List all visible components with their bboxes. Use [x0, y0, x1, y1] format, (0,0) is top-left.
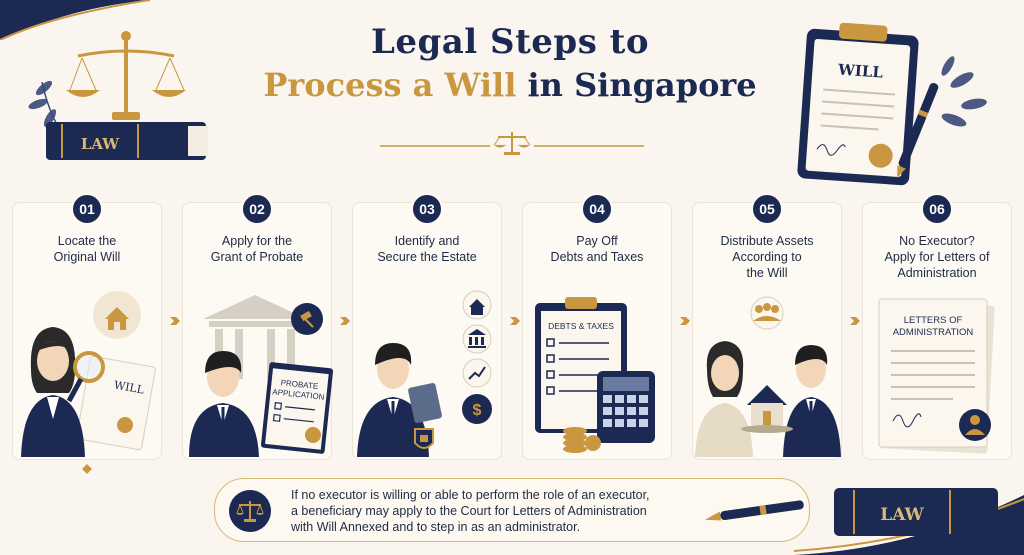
step-title-line: Administration: [897, 266, 977, 280]
step-number: 06: [921, 193, 953, 225]
law-book-label: LAW: [81, 135, 120, 153]
step-number: 05: [751, 193, 783, 225]
will-label: WILL: [113, 378, 146, 396]
step-number: 02: [241, 193, 273, 225]
law-book-label: LAW: [880, 505, 924, 525]
step-title: Apply for the Grant of Probate: [187, 233, 327, 265]
executor-note-text: If no executor is willing or able to per…: [291, 487, 791, 535]
will-document-illustration: WILL: [797, 22, 987, 186]
step-title-line: Original Will: [53, 250, 121, 264]
step-card-1: 01 Locate the Original Will WILL: [12, 193, 162, 460]
letters-label-line: ADMINISTRATION: [893, 327, 974, 338]
corner-swoosh-top-left: [0, 0, 150, 40]
probate-label-line: PROBATE: [280, 378, 318, 391]
step-title: Distribute Assets According to the Will: [697, 233, 837, 281]
note-line: If no executor is willing or able to per…: [291, 488, 650, 502]
step-title: Pay Off Debts and Taxes: [527, 233, 667, 265]
note-line: a beneficiary may apply to the Court for…: [291, 504, 647, 518]
scales-and-law-book-illustration: LAW: [28, 31, 208, 160]
arrow-right-icon: [340, 317, 350, 325]
chart-icon: [468, 366, 486, 380]
debts-taxes-clipboard-illustration: DEBTS & TAXES: [535, 297, 655, 453]
steps-row: 01 Locate the Original Will WILL: [12, 193, 1012, 466]
arrow-right-icon: [510, 317, 520, 325]
step-title-line: Apply for Letters of: [884, 250, 990, 264]
step-title-line: Grant of Probate: [210, 250, 304, 264]
step-card-2: 02 Apply for the Grant of Probate PROBAT…: [182, 193, 333, 460]
step-card-6: 06 No Executor? Apply for Letters of Adm…: [862, 193, 1012, 460]
step-number: 03: [411, 193, 443, 225]
step-title-line: the Will: [746, 266, 788, 280]
fountain-pen-illustration: [704, 500, 804, 521]
page-title: Legal Steps to Process a Will in Singapo…: [260, 22, 760, 104]
will-doc-label: WILL: [836, 60, 884, 81]
step-title-line: Apply for the: [221, 234, 293, 248]
man-with-probate-application-illustration: PROBATE APPLICATION: [189, 295, 333, 457]
note-line: with Will Annexed and to step in as an a…: [291, 520, 581, 534]
house-icon: [105, 307, 129, 330]
step-title-line: Locate the: [57, 234, 117, 248]
scales-icon: [229, 490, 271, 532]
diamond-ornament: [82, 464, 92, 474]
arrow-right-icon: [680, 317, 690, 325]
house-icon: [469, 299, 485, 315]
letters-label-line: LETTERS OF: [904, 315, 963, 326]
arrow-right-icon: [170, 317, 180, 325]
step-title-line: Pay Off: [576, 234, 618, 248]
debts-taxes-label: DEBTS & TAXES: [548, 321, 614, 331]
man-securing-estate-illustration: $: [357, 290, 492, 457]
step-title: No Executor? Apply for Letters of Admini…: [867, 233, 1007, 281]
step-title-line: Secure the Estate: [377, 250, 477, 264]
distribute-assets-illustration: [695, 296, 841, 457]
dollar-icon: $: [473, 402, 482, 419]
step-card-5: 05 Distribute Assets According to the Wi…: [692, 193, 842, 460]
gavel-icon: [300, 310, 314, 328]
step-title: Identify and Secure the Estate: [357, 233, 497, 265]
step-title-line: No Executor?: [899, 234, 975, 248]
title-divider-scales-icon: [380, 132, 644, 155]
step-card-3: 03 Identify and Secure the Estate $: [352, 193, 502, 460]
title-line-2: Process a Will in Singapore: [260, 66, 760, 104]
step-title: Locate the Original Will: [17, 233, 157, 265]
step-card-4: 04 Pay Off Debts and Taxes DEBTS & TAXES: [522, 193, 672, 460]
woman-with-magnifier-illustration: WILL: [21, 291, 156, 457]
step-title-line: According to: [732, 250, 802, 264]
step-number: 01: [71, 193, 103, 225]
title-line-1: Legal Steps to: [370, 22, 650, 62]
executor-note-box: If no executor is willing or able to per…: [214, 478, 810, 542]
bank-icon: [468, 329, 486, 348]
step-title-line: Distribute Assets: [720, 234, 814, 248]
law-book-illustration: LAW: [834, 488, 998, 536]
step-title-line: Debts and Taxes: [550, 250, 644, 264]
title-rest: in Singapore: [527, 66, 757, 104]
step-number: 04: [581, 193, 613, 225]
step-title-line: Identify and: [394, 234, 460, 248]
title-accent: Process a Will: [263, 66, 517, 104]
group-icon: [753, 303, 781, 321]
letters-of-administration-illustration: LETTERS OF ADMINISTRATION: [878, 298, 995, 454]
arrow-right-icon: [850, 317, 860, 325]
house-icon: [747, 385, 787, 425]
coins-icon: [563, 427, 601, 453]
